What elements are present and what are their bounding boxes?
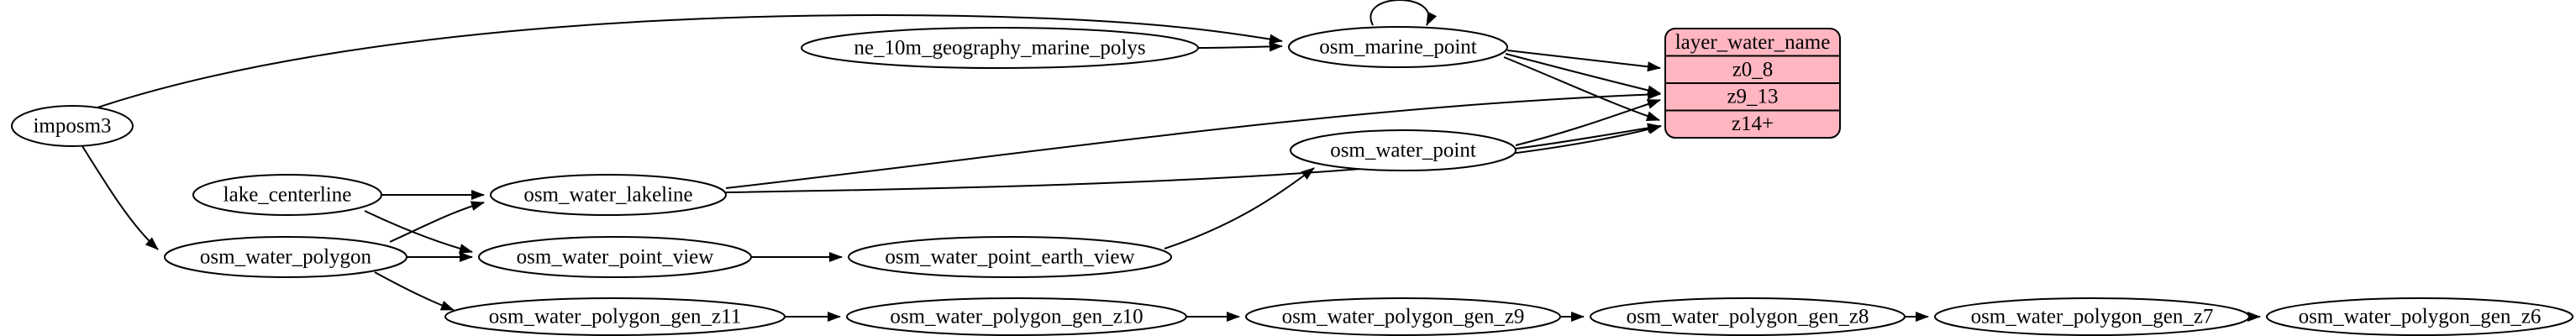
node-osm-water-polygon-gen-z7: osm_water_polygon_gen_z7 [1934,297,2250,336]
edge-imposm3-to-osm_water_polygon [81,145,159,250]
node-osm-water-point-earth-view: osm_water_point_earth_view [848,236,1172,278]
node-osm-water-point-label: osm_water_point [1330,139,1476,162]
node-osm-water-polygon-gen-z9: osm_water_polygon_gen_z9 [1245,297,1561,336]
node-osm-water-point-view: osm_water_point_view [478,236,752,278]
node-osm-water-lakeline-label: osm_water_lakeline [523,184,692,207]
node-ne-10m-geography-marine-polys-label: ne_10m_geography_marine_polys [854,37,1145,60]
edge-osm_marine_point-to-layer_water_name-z9_13 [1505,53,1661,96]
node-osm-water-polygon-label: osm_water_polygon [200,246,372,269]
node-ne-10m-geography-marine-polys: ne_10m_geography_marine_polys [801,27,1199,69]
node-osm-water-point-earth-view-label: osm_water_point_earth_view [885,246,1134,269]
edge-ne_10m_geography_marine_polys-to-osm_marine_point [1197,41,1283,52]
layer-row-z14-plus: z14+ [1732,113,1774,135]
layer-node-title: layer_water_name [1675,31,1831,54]
node-osm-water-polygon-gen-z8: osm_water_polygon_gen_z8 [1590,297,1906,336]
edge-osm_water_polygon-to-osm_water_lakeline [389,201,485,243]
node-osm-water-lakeline: osm_water_lakeline [490,174,727,216]
node-imposm3-label: imposm3 [33,115,111,138]
node-osm-water-polygon: osm_water_polygon [164,236,407,278]
node-osm-water-polygon-gen-z11: osm_water_polygon_gen_z11 [444,297,786,336]
node-osm-water-polygon-gen-z10: osm_water_polygon_gen_z10 [846,297,1187,336]
node-osm-water-polygon-gen-z7-label: osm_water_polygon_gen_z7 [1971,306,2214,328]
edge-osm_water_point-to-layer_water_name-z14- [1515,123,1661,150]
node-osm-water-polygon-gen-z6: osm_water_polygon_gen_z6 [2266,297,2573,336]
node-lake-centerline-label: lake_centerline [223,184,352,207]
node-lake-centerline: lake_centerline [192,174,382,216]
layer-node-water-name: layer_water_name z0_8 z9_13 z14+ [1664,28,1841,139]
node-osm-water-polygon-gen-z8-label: osm_water_polygon_gen_z8 [1627,306,1869,328]
edge-osm_marine_point-to-layer_water_name-z14- [1503,56,1660,121]
edge-osm_water_lakeline-to-layer_water_name-z9_13 [725,89,1661,189]
edge-imposm3-to-osm_marine_point [97,14,1283,108]
node-osm-marine-point-label: osm_marine_point [1319,36,1477,59]
edge-osm_water_point-to-layer_water_name-z9_13 [1515,99,1661,146]
edge-osm_water_lakeline-to-layer_water_name-z14- [725,124,1662,193]
node-osm-water-polygon-gen-z10-label: osm_water_polygon_gen_z10 [890,306,1143,328]
node-osm-water-polygon-gen-z6-label: osm_water_polygon_gen_z6 [2299,306,2542,328]
edge-osm_marine_point-to-osm_marine_point [1369,0,1438,26]
node-osm-water-polygon-gen-z9-label: osm_water_polygon_gen_z9 [1282,306,1525,328]
edge-lake_centerline-to-osm_water_point_view [364,210,473,254]
layer-row-z0-8: z0_8 [1732,58,1774,81]
node-imposm3: imposm3 [11,105,134,147]
edge-osm_water_point_earth_view-to-osm_water_point [1164,167,1315,249]
layer-row-z9-13: z9_13 [1727,86,1778,108]
node-osm-water-polygon-gen-z11-label: osm_water_polygon_gen_z11 [489,306,741,328]
node-osm-marine-point: osm_marine_point [1288,26,1508,68]
node-osm-water-point: osm_water_point [1290,129,1517,171]
edge-osm_water_polygon-to-osm_water_polygon_gen_z11 [374,271,455,311]
edge-osm_marine_point-to-layer_water_name-z0_8 [1506,50,1661,72]
edges-layer [81,0,2261,322]
node-osm-water-point-view-label: osm_water_point_view [517,246,714,269]
